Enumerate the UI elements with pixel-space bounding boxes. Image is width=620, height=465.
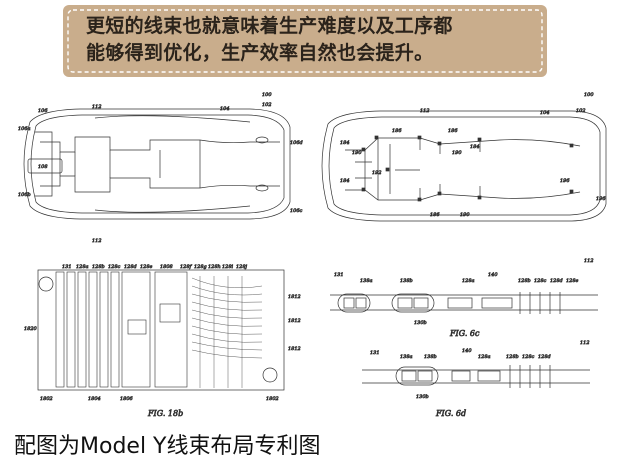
banner-background bbox=[63, 5, 547, 77]
ref-186-a: 186 bbox=[392, 128, 402, 134]
ref-131-18b: 131 bbox=[62, 264, 72, 270]
ref-138a-6d: 138a bbox=[400, 354, 413, 360]
image-caption: 配图为Model Y线束布局专利图 bbox=[14, 434, 321, 459]
ref-190-c: 190 bbox=[460, 212, 470, 218]
ref-100-left: 100 bbox=[262, 92, 272, 98]
ref-128c-6c: 128c bbox=[534, 278, 547, 284]
ref-106a: 106a bbox=[18, 126, 31, 132]
ref-192: 192 bbox=[372, 170, 382, 176]
ref-100-right: 100 bbox=[584, 92, 594, 98]
ref-128b-18b: 128b bbox=[92, 264, 105, 270]
patent-drawings: 100 106 106a 106b 112 104 102 108 106d 1… bbox=[0, 82, 620, 430]
ref-131-6c: 131 bbox=[334, 272, 344, 278]
ref-196-b: 196 bbox=[596, 196, 606, 202]
ref-1806: 1806 bbox=[120, 396, 134, 402]
ref-138a-6c: 138a bbox=[360, 278, 373, 284]
ref-138b-6d: 138b bbox=[424, 354, 437, 360]
ref-128a-6d: 128a bbox=[478, 354, 491, 360]
fig-6c-label: FIG. 6c bbox=[449, 329, 480, 338]
ref-128f-18b: 128f bbox=[180, 264, 193, 270]
ref-128c-6d: 128c bbox=[522, 354, 535, 360]
ref-106d: 106d bbox=[290, 140, 303, 146]
ref-128c-18b: 128c bbox=[108, 264, 121, 270]
ref-128g-18b: 128g bbox=[194, 264, 207, 270]
ref-1802-right: 1802 bbox=[266, 396, 279, 402]
fig-6d-diagram: 112 131 138a 138b 128a 140 128b 128c 128… bbox=[362, 340, 590, 418]
ref-1808: 1808 bbox=[160, 264, 173, 270]
ref-112-right: 112 bbox=[420, 108, 430, 114]
ref-112-left-bottom: 112 bbox=[92, 238, 102, 244]
banner-line-1: 更短的线束也就意味着生产难度以及工序都 bbox=[86, 15, 453, 37]
headline-banner: 更短的线束也就意味着生产难度以及工序都 能够得到优化，生产效率自然也会提升。 bbox=[62, 4, 548, 78]
ref-128a-6c: 128a bbox=[462, 278, 475, 284]
ref-140-6c: 140 bbox=[488, 272, 498, 278]
banner-line-2: 能够得到优化，生产效率自然也会提升。 bbox=[86, 42, 434, 64]
banner-text: 更短的线束也就意味着生产难度以及工序都 能够得到优化，生产效率自然也会提升。 bbox=[86, 13, 536, 67]
ref-190-a: 190 bbox=[352, 150, 362, 156]
vehicle-harness-diagram-right: 100 102 112 104 186 186 184 184 184 190 … bbox=[321, 92, 607, 222]
ref-128b-6c: 128b bbox=[518, 278, 531, 284]
ref-106: 106 bbox=[38, 108, 48, 114]
ref-128d-6d: 128d bbox=[538, 354, 551, 360]
ref-108: 108 bbox=[38, 164, 48, 170]
ref-1812-b: 1812 bbox=[288, 318, 301, 324]
ref-128j-18b: 128j bbox=[236, 264, 248, 270]
ref-128e-6c: 128e bbox=[566, 278, 579, 284]
ref-112-6c: 112 bbox=[584, 258, 594, 264]
ref-102-left: 102 bbox=[262, 102, 272, 108]
ref-112-left: 112 bbox=[92, 104, 102, 110]
ref-186-b: 186 bbox=[448, 128, 458, 134]
ref-104-left: 104 bbox=[220, 106, 230, 112]
ref-112-6d: 112 bbox=[580, 340, 590, 346]
ref-1804: 1804 bbox=[88, 396, 101, 402]
ref-140-6d: 140 bbox=[462, 348, 472, 354]
ref-128i-18b: 128i bbox=[222, 264, 234, 270]
fig-18b-diagram: 131 128a 128b 128c 128d 128e 1808 128f 1… bbox=[24, 264, 301, 419]
ref-130b-6c: 130b bbox=[414, 320, 427, 326]
ref-102-right: 102 bbox=[576, 108, 586, 114]
ref-128b-6d: 128b bbox=[506, 354, 519, 360]
ref-106b: 106b bbox=[18, 192, 31, 198]
ref-190-b: 190 bbox=[452, 150, 462, 156]
ref-184-b: 184 bbox=[340, 178, 350, 184]
ref-138b-6c: 138b bbox=[400, 278, 413, 284]
ref-128d-18b: 128d bbox=[124, 264, 137, 270]
ref-128a-18b: 128a bbox=[76, 264, 89, 270]
ref-130b-6d: 130b bbox=[416, 394, 429, 400]
ref-186-c: 186 bbox=[430, 212, 440, 218]
ref-1802-left: 1802 bbox=[40, 396, 53, 402]
fig-6c-diagram: 112 131 138a 138b 128a 140 128b 128c 128… bbox=[330, 258, 598, 338]
ref-196-a: 196 bbox=[560, 178, 570, 184]
vehicle-harness-diagram-left: 100 106 106a 106b 112 104 102 108 106d 1… bbox=[18, 92, 303, 245]
ref-184-a: 184 bbox=[340, 140, 350, 146]
ref-128e-18b: 128e bbox=[140, 264, 153, 270]
ref-106c: 106c bbox=[290, 208, 303, 214]
fig-6d-label: FIG. 6d bbox=[435, 409, 466, 418]
ref-184-c: 184 bbox=[470, 144, 480, 150]
fig-18b-label: FIG. 18b bbox=[147, 409, 183, 418]
ref-1812-c: 1812 bbox=[288, 346, 301, 352]
ref-128h-18b: 128h bbox=[208, 264, 221, 270]
ref-104-right: 104 bbox=[540, 110, 550, 116]
ref-1803: 1820 bbox=[24, 326, 38, 332]
ref-1812-a: 1812 bbox=[288, 294, 301, 300]
ref-131-6d: 131 bbox=[370, 350, 380, 356]
ref-128d-6c: 128d bbox=[550, 278, 563, 284]
patent-drawings-svg: 100 106 106a 106b 112 104 102 108 106d 1… bbox=[18, 92, 607, 419]
